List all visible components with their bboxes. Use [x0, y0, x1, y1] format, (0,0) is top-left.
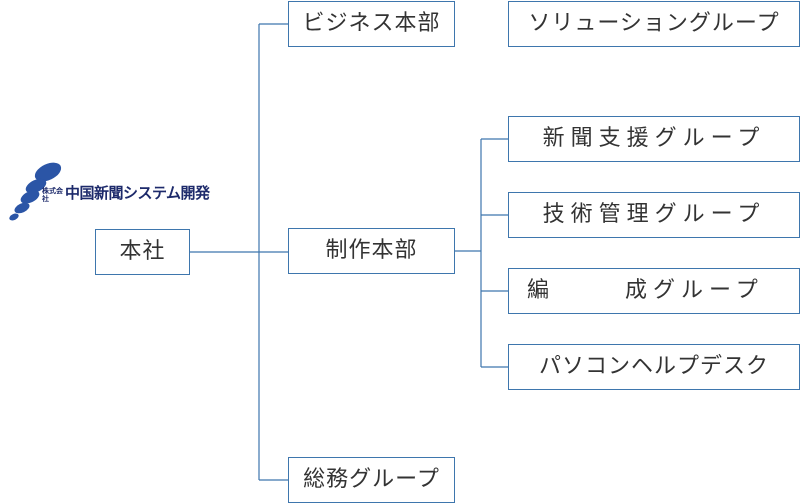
logo-company-name: 中国新聞システム開発 — [65, 184, 210, 202]
node-general-affairs-group: 総務グループ — [288, 457, 455, 503]
editing-group-label-part2: 成グループ — [625, 278, 764, 303]
company-logo-mark — [9, 162, 62, 221]
node-tech-management-group: 技術管理グループ — [508, 192, 800, 238]
node-solution-group: ソリューショングループ — [508, 1, 800, 47]
editing-group-label-part1: 編 — [527, 278, 556, 303]
node-editing-group: 編 成グループ — [508, 268, 800, 314]
node-business-division: ビジネス本部 — [288, 1, 455, 47]
logo-company-type: 株式会社 — [42, 187, 63, 203]
node-root: 本社 — [95, 229, 190, 275]
node-production-division: 制作本部 — [288, 228, 455, 274]
node-newspaper-support-group: 新聞支援グループ — [508, 116, 800, 162]
node-pc-help-desk: パソコンヘルプデスク — [508, 344, 800, 390]
